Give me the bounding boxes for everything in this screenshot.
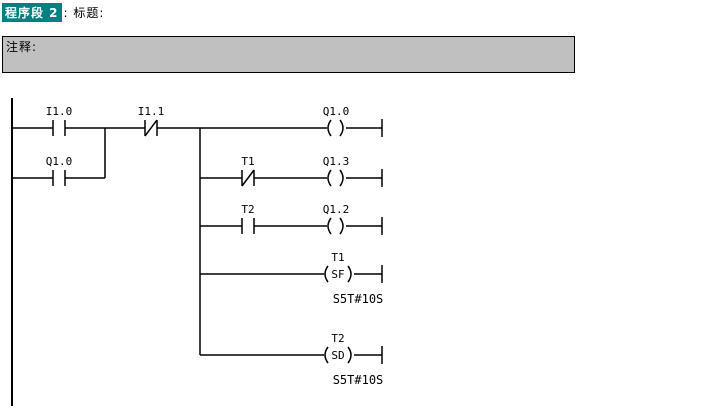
coil-label: Q1.3 [323,155,350,168]
timer-type-label: SF [331,268,344,281]
network-title[interactable]: : 标题: [63,5,105,20]
timer-type-label: SD [331,349,344,362]
rung-5: SD T2 S5T#10S [200,332,383,387]
comment-label: 注释: [6,40,38,54]
contact-label: T1 [241,155,254,168]
rung-parallel-Q1.0: Q1.0 [12,155,105,186]
timer-coil-T1-SF[interactable]: SF T1 S5T#10S [324,251,384,306]
coil-label: T1 [331,251,344,264]
contact-I1.1[interactable]: I1.1 [138,105,165,137]
rung-2: T1 Q1.3 [200,155,383,187]
coil-Q1.3[interactable]: Q1.3 [323,155,350,187]
timer-value: S5T#10S [333,292,384,306]
contact-T1[interactable]: T1 [241,155,255,187]
rung-3: T2 Q1.2 [200,203,383,235]
coil-label: T2 [331,332,344,345]
timer-value: S5T#10S [333,373,384,387]
coil-Q1.2[interactable]: Q1.2 [323,203,350,235]
coil-Q1.0[interactable]: Q1.0 [323,105,350,137]
rung-1: I1.0 I1.1 Q1.0 [12,105,383,137]
contact-T2[interactable]: T2 [241,203,255,234]
rung-4: SF T1 S5T#10S [200,251,383,306]
contact-label: I1.0 [46,105,73,118]
ladder-diagram: I1.0 I1.1 Q1.0 Q1.0 [11,98,383,406]
contact-label: I1.1 [138,105,165,118]
timer-coil-T2-SD[interactable]: SD T2 S5T#10S [324,332,384,387]
contact-label: T2 [241,203,254,216]
contact-label: Q1.0 [46,155,73,168]
network-label-selected[interactable]: 程序段 2 [2,2,62,22]
contact-I1.0[interactable]: I1.0 [46,105,73,136]
network-comment-box[interactable]: 注释: [2,36,575,73]
network-header[interactable]: 程序段 2 : 标题: [2,2,105,22]
coil-label: Q1.2 [323,203,350,216]
contact-Q1.0[interactable]: Q1.0 [46,155,73,186]
coil-label: Q1.0 [323,105,350,118]
